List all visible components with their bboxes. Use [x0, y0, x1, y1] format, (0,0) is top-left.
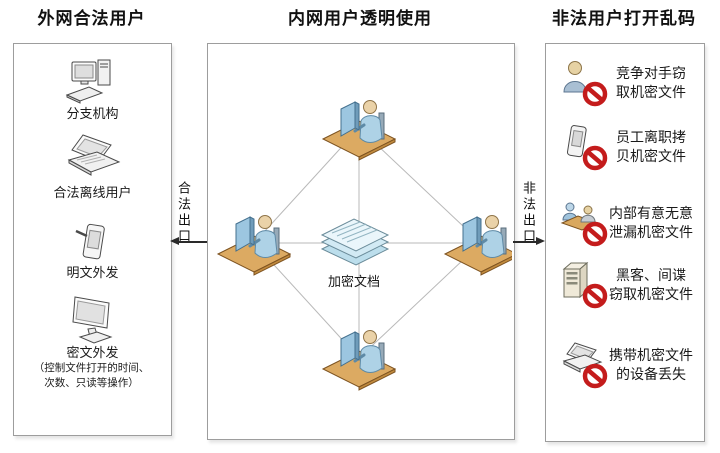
prohibition-icon — [582, 81, 608, 107]
illegal-users-panel: 竞争对手窃 取机密文件 员工离职拷 贝机密文件 — [545, 43, 705, 442]
laptop-prohibited-icon — [556, 339, 608, 391]
threat-text: 携带机密文件 的设备丢失 — [609, 347, 693, 382]
encrypted-docs-label: 加密文档 — [327, 274, 380, 289]
ciphertext-out-label: 密文外发 — [66, 345, 119, 360]
network-mesh-diagram — [216, 99, 512, 392]
legal-exit-line — [179, 241, 207, 243]
threat-text: 竞争对手窃 取机密文件 — [616, 65, 686, 100]
plaintext-out-label: 明文外发 — [66, 265, 119, 280]
intranet-panel: 加密文档 — [207, 43, 515, 440]
prohibition-icon — [582, 145, 608, 171]
external-users-panel: 分支机构 合法离线用户 明文外发 — [13, 43, 172, 436]
left-panel-title: 外网合法用户 — [37, 9, 146, 28]
desktop-computer-icon — [14, 56, 171, 104]
threat-text: 黑客、间谍 窃取机密文件 — [609, 267, 693, 302]
offline-user-label: 合法离线用户 — [53, 185, 132, 200]
threat-text: 内部有意无意 泄漏机密文件 — [609, 205, 693, 240]
threat-insider: 内部有意无意 泄漏机密文件 — [546, 197, 704, 249]
illegal-exit-line — [513, 241, 537, 243]
branch-office-label: 分支机构 — [66, 106, 119, 121]
arrow-left-icon — [170, 237, 179, 245]
threat-competitor: 竞争对手窃 取机密文件 — [546, 57, 704, 109]
pda-prohibited-icon — [556, 121, 608, 173]
server-prohibited-icon — [556, 259, 608, 311]
right-panel-title: 非法用户打开乱码 — [552, 9, 696, 28]
threat-hacker-spy: 黑客、间谍 窃取机密文件 — [546, 259, 704, 311]
center-panel-title: 内网用户透明使用 — [288, 9, 432, 28]
insider-prohibited-icon — [556, 197, 608, 249]
prohibition-icon — [582, 363, 608, 389]
person-prohibited-icon — [556, 57, 608, 109]
pda-icon — [14, 221, 171, 265]
prohibition-icon — [582, 283, 608, 309]
threat-text: 员工离职拷 贝机密文件 — [616, 129, 686, 164]
ciphertext-out-note: （控制文件打开的时间、 次数、只读等操作） — [33, 362, 150, 389]
threat-leaving-employee: 员工离职拷 贝机密文件 — [546, 121, 704, 173]
monitor-icon — [14, 294, 171, 344]
prohibition-icon — [582, 221, 608, 247]
laptop-icon — [14, 133, 171, 181]
threat-lost-device: 携带机密文件 的设备丢失 — [546, 339, 704, 391]
arrow-right-icon — [536, 237, 545, 245]
legal-exit-label: 合法出口 — [176, 181, 191, 245]
illegal-exit-label: 非法出口 — [521, 181, 536, 245]
